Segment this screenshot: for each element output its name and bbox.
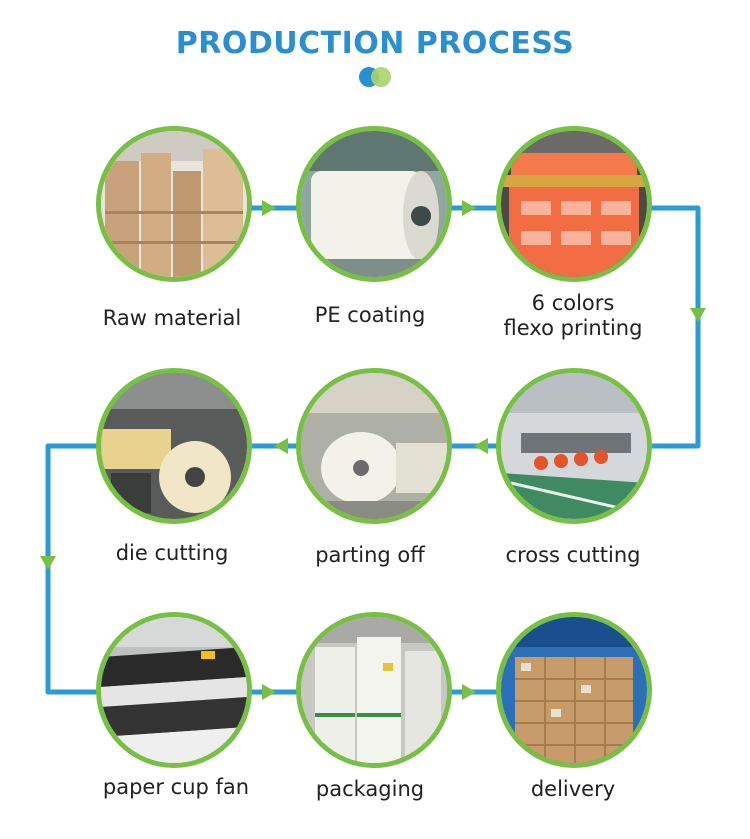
step-label-paper-cup-fan: paper cup fan <box>102 775 250 799</box>
step-label-packaging: packaging <box>315 777 425 801</box>
cross-cutting-machine-icon <box>501 373 647 519</box>
step-label-line: flexo printing <box>503 316 643 340</box>
step-label-die-cutting: die cutting <box>115 541 229 565</box>
title-decoration <box>359 67 393 87</box>
step-image-delivery <box>496 612 652 768</box>
step-label-line: 6 colors <box>531 291 615 315</box>
page-title: PRODUCTION PROCESS <box>175 26 575 61</box>
coating-roll-icon <box>301 131 447 277</box>
step-label-flexo-printing: 6 colors flexo printing <box>483 291 663 341</box>
step-label-raw-material: Raw material <box>102 306 242 330</box>
boxes-in-container-icon <box>501 617 647 763</box>
step-image-die-cutting <box>96 368 252 524</box>
arrow-right-icon <box>262 684 276 700</box>
slitting-machine-icon <box>301 373 447 519</box>
step-label-cross-cutting: cross cutting <box>505 543 641 567</box>
green-dot-icon <box>371 67 391 87</box>
arrow-right-icon <box>462 200 476 216</box>
arrow-left-icon <box>274 438 288 454</box>
step-image-parting-off <box>296 368 452 524</box>
step-label-delivery: delivery <box>530 777 616 801</box>
step-image-flexo-printing <box>496 126 652 282</box>
step-image-raw-material <box>96 126 252 282</box>
step-image-pe-coating <box>296 126 452 282</box>
step-image-cross-cutting <box>496 368 652 524</box>
paper-rolls-icon <box>101 131 247 277</box>
step-label-parting-off: parting off <box>315 543 425 567</box>
arrow-down-icon <box>690 308 706 322</box>
step-label-pe-coating: PE coating <box>314 303 426 327</box>
die-cutting-machine-icon <box>101 373 247 519</box>
arrow-right-icon <box>262 200 276 216</box>
paper-cup-fans-icon <box>101 617 247 763</box>
arrow-left-icon <box>474 438 488 454</box>
packed-pallets-icon <box>301 617 447 763</box>
printing-press-icon <box>501 131 647 277</box>
step-image-paper-cup-fan <box>96 612 252 768</box>
step-image-packaging <box>296 612 452 768</box>
arrow-down-icon <box>40 556 56 570</box>
arrow-right-icon <box>462 684 476 700</box>
